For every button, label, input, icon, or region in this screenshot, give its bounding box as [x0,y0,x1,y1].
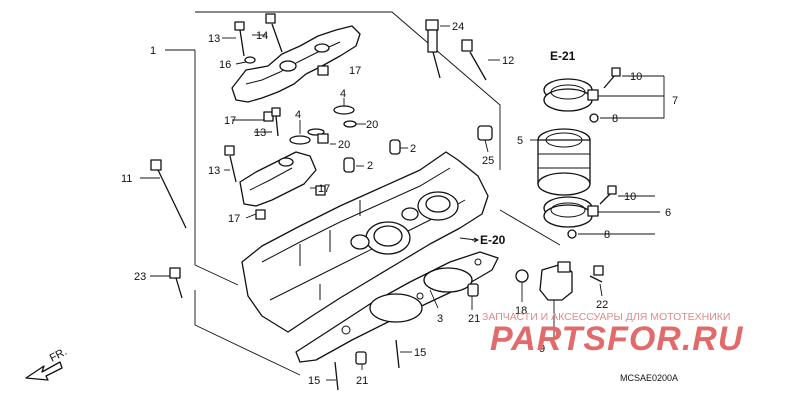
callout-2: 2 [410,143,416,155]
callout-22: 22 [596,299,608,311]
callout-21: 21 [356,375,368,387]
callout-labels: 1 2 2 3 4 4 5 6 7 8 8 9 10 10 11 12 13 1… [121,21,678,387]
callout-10: 10 [624,191,636,203]
front-arrow-icon [25,361,63,381]
callout-15: 15 [414,347,426,359]
watermark: ЗАПЧАСТИ И АКСЕССУАРЫ ДЛЯ МОТОТЕХНИКИ PA… [482,311,744,358]
callout-8: 8 [604,229,610,241]
callout-25: 25 [482,155,494,167]
callout-2: 2 [367,160,373,172]
callout-20: 20 [338,139,350,151]
callout-13: 13 [208,165,220,177]
callout-21: 21 [468,313,480,325]
callout-14: 14 [256,30,268,42]
callout-17: 17 [224,115,236,127]
front-direction: FR. [25,346,69,381]
callout-10: 10 [630,71,642,83]
section-references: E-21 E-20 [472,49,576,247]
cylinder-head [241,151,489,333]
callout-7: 7 [672,95,678,107]
intake-parts [537,67,621,239]
callout-13: 13 [208,33,220,45]
callout-3: 3 [437,313,443,325]
cylinder-head-gasket [295,251,499,363]
bolts [150,13,493,391]
callout-9: 9 [539,343,545,355]
callout-23: 23 [134,271,146,283]
diagram-code: MCSAE0200A [620,373,678,383]
sensor-assembly [515,261,604,301]
callout-13: 13 [254,127,266,139]
ref-e20[interactable]: E-20 [480,233,506,247]
callout-4: 4 [340,88,346,100]
ref-e21[interactable]: E-21 [550,49,576,63]
assembly-frame [165,11,561,376]
watermark-tagline: ЗАПЧАСТИ И АКСЕССУАРЫ ДЛЯ МОТОТЕХНИКИ [482,311,730,323]
callout-12: 12 [502,55,514,67]
callout-6: 6 [665,207,671,219]
callout-17: 17 [349,65,361,77]
callout-11: 11 [121,173,132,185]
cylinder-head-cover-lower [239,151,326,220]
callout-4: 4 [295,109,301,121]
front-label: FR. [48,346,69,365]
callout-17: 17 [228,213,240,225]
leader-lines [140,25,665,381]
callout-8: 8 [612,113,618,125]
callout-17: 17 [318,183,330,195]
callout-16: 16 [219,59,231,71]
watermark-brand: PARTSFOR.RU [490,320,744,358]
callout-20: 20 [366,119,378,131]
cylinder-head-cover-upper [231,25,361,122]
callout-18: 18 [515,305,527,317]
callout-1: 1 [150,45,156,57]
callout-15: 15 [308,375,320,387]
callout-5: 5 [517,135,523,147]
callout-24: 24 [452,21,464,33]
